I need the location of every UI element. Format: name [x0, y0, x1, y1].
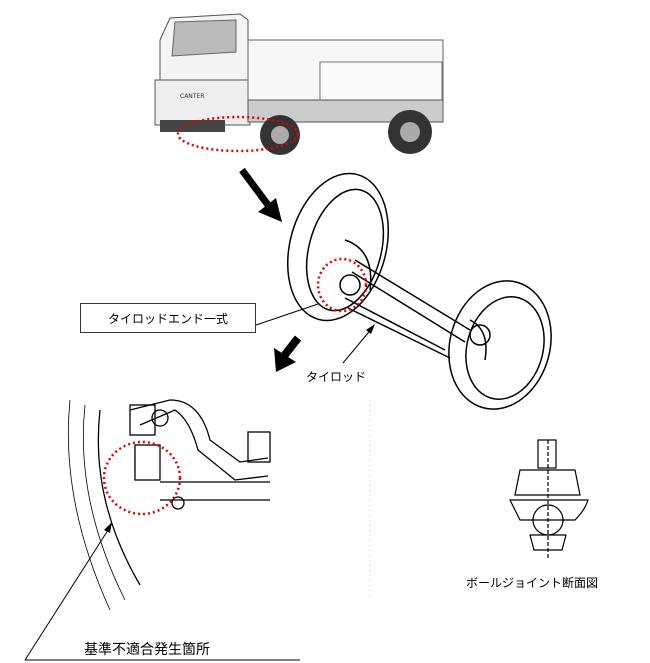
- arrow-down-left-icon: [274, 335, 302, 372]
- leader-line: [255, 303, 319, 326]
- ball-joint-section-label: ボールジョイント断面図: [466, 576, 599, 590]
- tie-rod-end-detail: [68, 399, 271, 611]
- tie-rod-end-assembly-label: タイロッドエンド一式: [80, 303, 256, 333]
- tie-rod-label: タイロッド: [306, 370, 367, 384]
- arrow-down-right-icon: [239, 167, 282, 222]
- defect-location-label: 基準不適合発生箇所: [84, 642, 210, 658]
- leader-line: [342, 326, 374, 364]
- truck-badge: CANTER: [180, 93, 204, 100]
- truck-illustration: CANTER: [154, 13, 444, 155]
- leader-line: [24, 526, 111, 661]
- ball-joint-section-drawing: [509, 439, 589, 560]
- front-axle-illustration: [286, 172, 552, 410]
